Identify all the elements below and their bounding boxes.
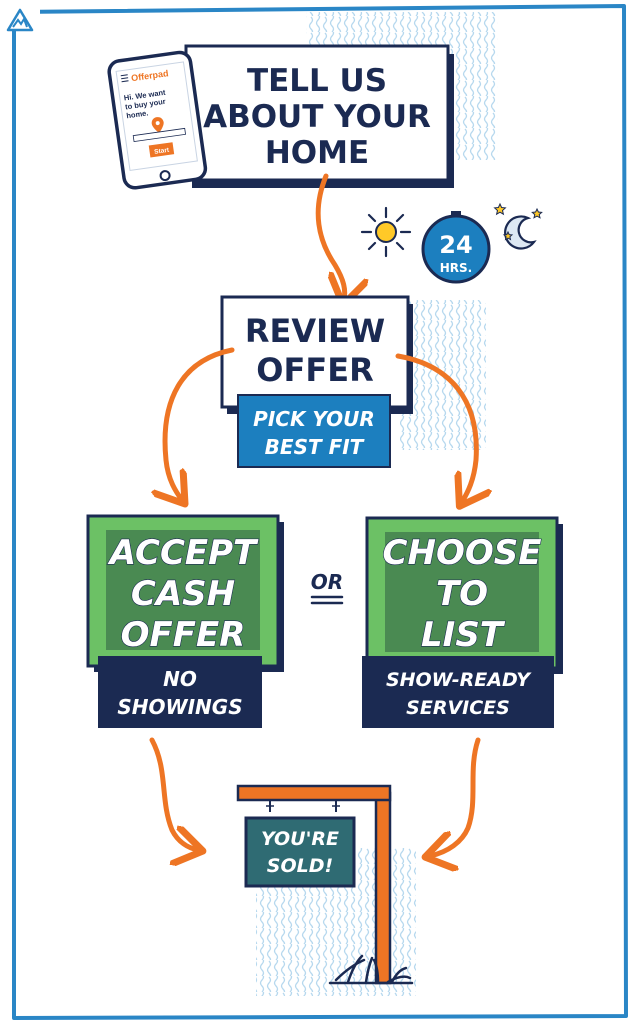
pick-line2: BEST FIT — [265, 435, 365, 459]
step-review-line1: REVIEW — [245, 312, 385, 350]
show-ready-line1: SHOW-READY — [386, 669, 532, 691]
grass-icon — [328, 954, 414, 985]
sun-icon — [360, 206, 412, 258]
or-label: OR — [310, 570, 344, 605]
timer-unit: HRS. — [440, 261, 472, 275]
no-showings-tag: NO SHOWINGS — [98, 656, 262, 728]
list-line2: TO — [436, 574, 488, 614]
star-icon — [502, 230, 514, 241]
list-line3: LIST — [421, 615, 506, 655]
accept-line1: ACCEPT — [107, 533, 259, 573]
timer-number: 24 — [439, 231, 472, 259]
sold-line1: YOU'RE — [261, 828, 339, 850]
phone-start-button: Start — [154, 147, 170, 156]
youre-sold-sign: YOU'RE SOLD! — [244, 816, 356, 888]
step-tell-us-line3: HOME — [265, 135, 369, 171]
page-border — [12, 4, 628, 1020]
step-tell-us-box: TELL US ABOUT YOUR HOME — [184, 44, 454, 188]
step-tell-us-line1: TELL US — [247, 63, 387, 99]
accept-cash-offer-box: ACCEPT CASH OFFER — [86, 514, 284, 672]
choose-to-list-box: CHOOSE TO LIST — [365, 516, 563, 674]
pick-best-fit-tag: PICK YOUR BEST FIT — [237, 394, 391, 468]
arrow-accept-to-sold — [149, 737, 198, 850]
arrow-to-review — [315, 173, 344, 300]
logo-icon — [6, 8, 34, 32]
arrow-to-list — [395, 353, 476, 502]
sold-sign-post — [236, 784, 392, 985]
arrow-list-to-sold — [430, 737, 481, 856]
timer-24-hours: 24 HRS. — [421, 211, 491, 284]
star-icon — [531, 207, 543, 219]
pick-line1: PICK YOUR — [253, 407, 375, 431]
or-text: OR — [311, 570, 343, 594]
show-ready-services-tag: SHOW-READY SERVICES — [362, 656, 554, 728]
no-showings-line2: SHOWINGS — [117, 695, 242, 719]
accept-line2: CASH — [131, 574, 235, 614]
arrow-to-accept — [165, 347, 235, 500]
phone-icon: Offerpad Hi. We want to buy your home. S… — [107, 50, 208, 190]
list-line1: CHOOSE — [383, 533, 542, 573]
no-showings-line1: NO — [163, 667, 197, 691]
star-icon — [493, 202, 507, 216]
phone-text-line3: home. — [126, 108, 149, 120]
step-tell-us-line2: ABOUT YOUR — [203, 99, 431, 135]
moon-icon — [504, 215, 537, 250]
show-ready-line2: SERVICES — [406, 697, 510, 719]
sold-line2: SOLD! — [267, 855, 333, 877]
step-review-line2: OFFER — [256, 351, 373, 389]
accept-line3: OFFER — [121, 615, 246, 655]
